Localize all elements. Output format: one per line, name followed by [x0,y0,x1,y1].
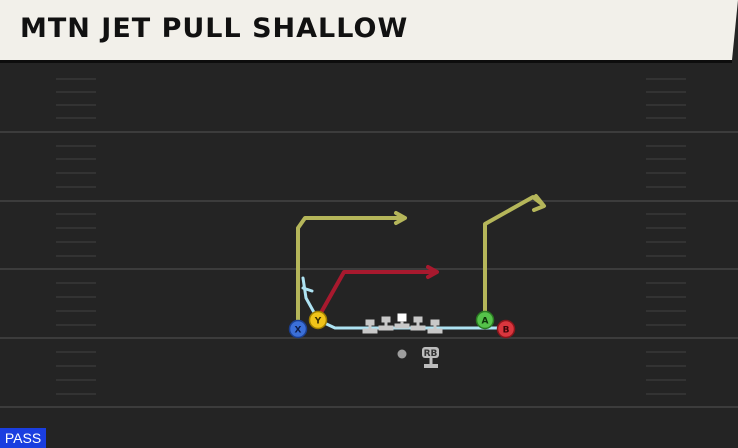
play-type-badge: PASS [0,428,46,448]
hash-marks [56,78,686,395]
player-a-label: A [482,317,489,327]
offensive-line [362,313,443,334]
rb-label: RB [424,349,438,359]
route-a [483,194,546,320]
play-title: MTN JET PULL SHALLOW [20,13,409,44]
player-x[interactable]: X [288,319,308,339]
route-y [316,265,439,320]
player-x-label: X [295,326,302,336]
player-b-label: B [503,326,510,336]
player-y-label: Y [314,317,322,327]
lineman-lg [378,316,394,331]
title-bar: MTN JET PULL SHALLOW [0,0,738,60]
lineman-lt [362,319,378,334]
player-y[interactable]: Y [308,310,328,330]
route-x [296,211,407,322]
running-back: RB [422,347,439,368]
lineman-rg [410,316,426,331]
player-b[interactable]: B [496,319,516,339]
player-a[interactable]: A [475,310,495,330]
lineman-rt [427,319,443,334]
quarterback [397,349,407,359]
center [394,313,410,329]
yard-lines [0,131,738,408]
